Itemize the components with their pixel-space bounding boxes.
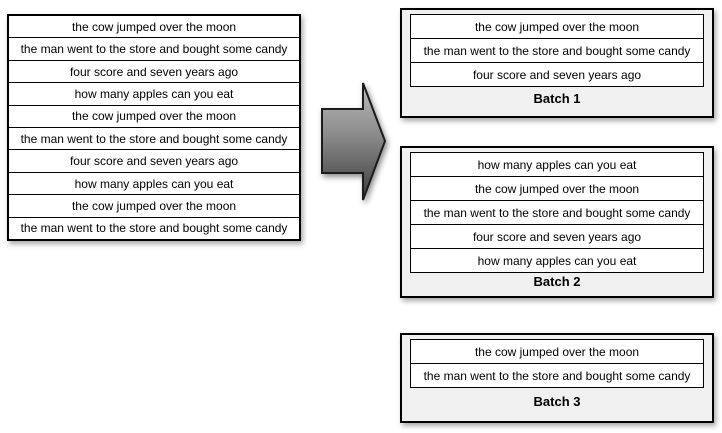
source-sentence-row: the cow jumped over the moon bbox=[9, 195, 299, 218]
batch-3-rows: the cow jumped over the moon the man wen… bbox=[410, 339, 704, 388]
batch-3-label: Batch 3 bbox=[533, 394, 581, 409]
source-sentence-row: the man went to the store and bought som… bbox=[9, 128, 299, 151]
batch-box-3: the cow jumped over the moon the man wen… bbox=[400, 333, 714, 423]
batch-sentence-row: the cow jumped over the moon bbox=[411, 340, 703, 364]
source-sentence-row: the cow jumped over the moon bbox=[9, 105, 299, 129]
source-sentence-row: four score and seven years ago bbox=[9, 150, 299, 173]
batch-sentence-row: how many apples can you eat bbox=[411, 249, 703, 272]
flow-arrow-icon bbox=[315, 79, 391, 207]
batch-sentence-row: the man went to the store and bought som… bbox=[411, 201, 703, 225]
batch-2-label: Batch 2 bbox=[533, 274, 581, 289]
batch-sentence-row: four score and seven years ago bbox=[411, 225, 703, 249]
batch-sentence-row: four score and seven years ago bbox=[411, 63, 703, 86]
source-sentence-list: the cow jumped over the moon the man wen… bbox=[7, 14, 301, 241]
batch-1-rows: the cow jumped over the moon the man wen… bbox=[410, 14, 704, 87]
source-sentence-row: the man went to the store and bought som… bbox=[9, 38, 299, 61]
batch-2-rows: how many apples can you eat the cow jump… bbox=[410, 152, 704, 273]
source-sentence-row: how many apples can you eat bbox=[9, 83, 299, 106]
batch-1-label: Batch 1 bbox=[533, 91, 581, 106]
batch-sentence-row: the man went to the store and bought som… bbox=[411, 364, 703, 387]
batch-sentence-row: the cow jumped over the moon bbox=[411, 177, 703, 201]
source-sentence-row: four score and seven years ago bbox=[9, 60, 299, 84]
batch-sentence-row: the man went to the store and bought som… bbox=[411, 39, 703, 63]
source-sentence-row: how many apples can you eat bbox=[9, 172, 299, 196]
source-sentence-row: the man went to the store and bought som… bbox=[9, 217, 299, 240]
batch-sentence-row: how many apples can you eat bbox=[411, 153, 703, 177]
source-sentence-row: the cow jumped over the moon bbox=[9, 16, 299, 39]
batch-sentence-row: the cow jumped over the moon bbox=[411, 15, 703, 39]
batch-box-2: how many apples can you eat the cow jump… bbox=[400, 146, 714, 298]
batch-box-1: the cow jumped over the moon the man wen… bbox=[400, 8, 714, 118]
